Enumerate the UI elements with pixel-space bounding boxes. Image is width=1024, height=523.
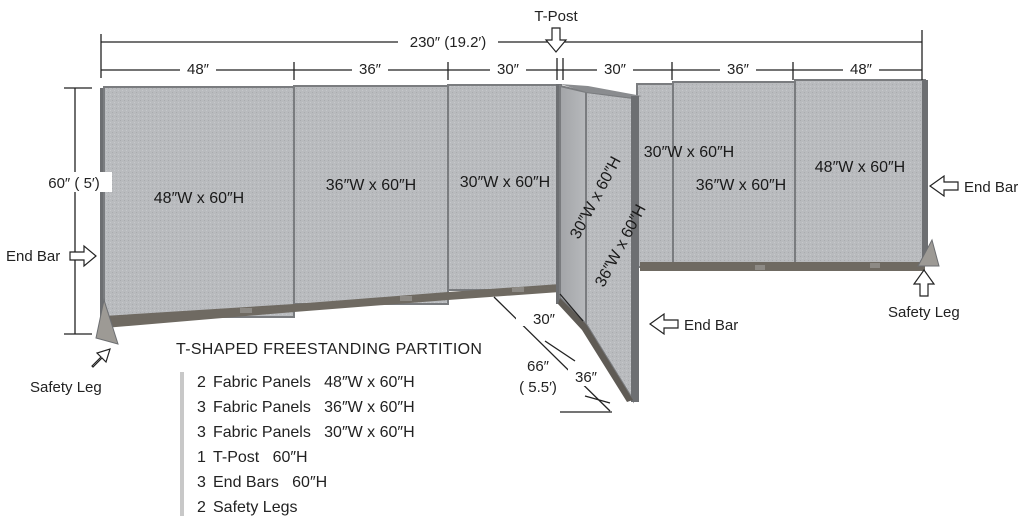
spec-item: End Bars 60″H bbox=[213, 474, 327, 491]
segment-label: 36″ bbox=[359, 61, 382, 78]
depth-dimension bbox=[493, 293, 612, 413]
spec-item: Safety Legs bbox=[213, 499, 298, 516]
end-bar-right-label: End Bar bbox=[964, 179, 1018, 196]
safety-leg-left bbox=[95, 298, 119, 345]
arrow-left-icon bbox=[928, 174, 959, 198]
right-wing bbox=[636, 79, 940, 271]
spec-bar bbox=[180, 372, 184, 516]
stem-wing bbox=[556, 84, 642, 404]
end-bar-stem-label: End Bar bbox=[684, 317, 738, 334]
panel-right-48 bbox=[794, 79, 926, 266]
segment-label: 48″ bbox=[187, 61, 210, 78]
arrow-right-icon bbox=[69, 244, 97, 268]
panel-label: 30″W x 60″H bbox=[460, 174, 550, 191]
panel-label: 36″W x 60″H bbox=[326, 177, 416, 194]
tpost-label: T-Post bbox=[534, 8, 578, 25]
safety-leg-right-label: Safety Leg bbox=[888, 304, 960, 321]
panel-label: 36″W x 60″H bbox=[696, 177, 786, 194]
spec-qty: 2 bbox=[197, 499, 206, 516]
left-wing bbox=[95, 84, 561, 345]
segment-label: 48″ bbox=[850, 61, 873, 78]
spec-list: 2 Fabric Panels 48″W x 60″H 3 Fabric Pan… bbox=[197, 374, 415, 516]
segment-label: 30″ bbox=[604, 61, 627, 78]
end-bar-stem bbox=[631, 96, 639, 402]
base-rail-left bbox=[104, 284, 560, 328]
panel-left-48 bbox=[103, 86, 295, 318]
spec-qty: 1 bbox=[197, 449, 206, 466]
depth-total-label: 66″ bbox=[527, 358, 550, 375]
arrow-up-icon bbox=[912, 268, 936, 297]
end-bar-right bbox=[922, 80, 928, 266]
spec-qty: 3 bbox=[197, 474, 206, 491]
spec-qty: 3 bbox=[197, 424, 206, 441]
segment-labels: 48″ 36″ 30″ 30″ 36″ 48″ bbox=[180, 61, 879, 78]
panel-right-36 bbox=[672, 81, 796, 268]
safety-leg-right bbox=[917, 238, 940, 267]
depth-b-label: 36″ bbox=[575, 369, 598, 386]
panel-label: 48″W x 60″H bbox=[154, 190, 244, 207]
panel-left-30 bbox=[447, 84, 561, 291]
spec-item: Fabric Panels 48″W x 60″H bbox=[213, 374, 415, 391]
height-label: 60″ ( 5′) bbox=[48, 175, 99, 192]
spec-item: Fabric Panels 30″W x 60″H bbox=[213, 424, 415, 441]
depth-a-label: 30″ bbox=[533, 311, 556, 328]
end-bar-left-label: End Bar bbox=[6, 248, 60, 265]
height-dimension bbox=[64, 87, 92, 335]
segment-label: 30″ bbox=[497, 61, 520, 78]
safety-leg-left-label: Safety Leg bbox=[30, 379, 102, 396]
spec-item: Fabric Panels 36″W x 60″H bbox=[213, 399, 415, 416]
arrow-diagonal-icon bbox=[91, 348, 111, 368]
total-width-label: 230″ (19.2′) bbox=[410, 34, 487, 51]
base-rail-right bbox=[640, 262, 925, 271]
panel-label: 48″W x 60″H bbox=[815, 159, 905, 176]
tpost-arrow-icon bbox=[544, 27, 568, 53]
spec-qty: 2 bbox=[197, 374, 206, 391]
panel-label: 30″W x 60″H bbox=[644, 144, 734, 161]
panel-left-36 bbox=[293, 85, 449, 305]
spec-title: T-SHAPED FREESTANDING PARTITION bbox=[176, 341, 482, 358]
spec-item: T-Post 60″H bbox=[213, 449, 308, 466]
arrow-left-icon bbox=[648, 312, 679, 336]
segment-label: 36″ bbox=[727, 61, 750, 78]
spec-qty: 3 bbox=[197, 399, 206, 416]
panel-right-30 bbox=[636, 83, 674, 268]
depth-total-ft-label: ( 5.5′) bbox=[519, 379, 557, 396]
